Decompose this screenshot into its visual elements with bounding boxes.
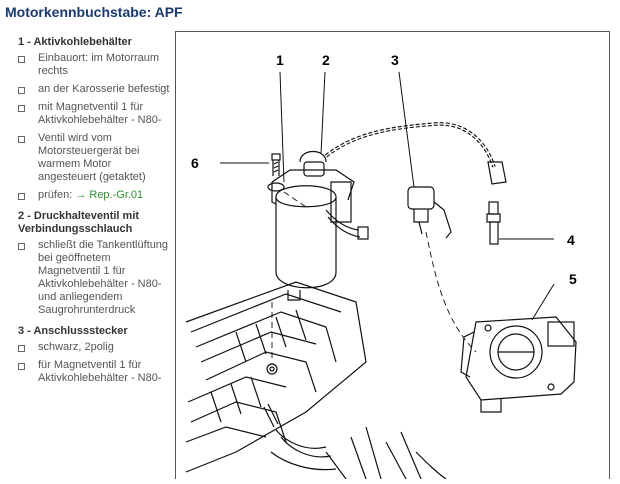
square-bullet-icon bbox=[18, 87, 25, 94]
list-item-text: Einbauort: im Motorraum rechts bbox=[38, 52, 160, 77]
square-bullet-icon bbox=[18, 345, 25, 352]
legend-sublist: schwarz, 2polig für Magnetventil 1 für A… bbox=[18, 341, 170, 385]
list-item: für Magnetventil 1 für Aktivkohlebehälte… bbox=[18, 359, 170, 385]
callout-5: 5 bbox=[569, 271, 577, 287]
callout-2: 2 bbox=[322, 52, 330, 68]
list-item: Einbauort: im Motorraum rechts bbox=[18, 52, 170, 78]
check-label: prüfen: bbox=[38, 189, 73, 201]
list-item: schwarz, 2polig bbox=[18, 341, 170, 354]
legend-item-1: 1 - Aktivkohlebehälter Einbauort: im Mot… bbox=[18, 36, 170, 202]
legend-sublist: schließt die Tankentlüftung bei geöffnet… bbox=[18, 239, 170, 317]
engine-block-drawing bbox=[185, 281, 447, 480]
screw-drawing bbox=[267, 153, 285, 192]
dashed-guide-lines bbox=[271, 191, 477, 362]
callout-labels: 1 2 3 4 5 6 bbox=[191, 52, 577, 287]
square-bullet-icon bbox=[18, 136, 25, 143]
callout-3: 3 bbox=[391, 52, 399, 68]
list-item: Ventil wird vom Motorsteuergerät bei war… bbox=[18, 132, 170, 184]
callout-6: 6 bbox=[191, 155, 199, 171]
list-item: prüfen: → Rep.-Gr.01 bbox=[18, 189, 170, 202]
canister-drawing bbox=[271, 150, 369, 301]
callout-1: 1 bbox=[276, 52, 284, 68]
legend-item-heading: 2 - Druckhalteventil mit Verbindungsschl… bbox=[18, 210, 140, 235]
diagram-svg: 1 2 3 4 5 6 bbox=[185, 52, 577, 480]
list-item: an der Karosserie befestigt bbox=[18, 83, 170, 96]
legend-item-heading: 1 - Aktivkohlebehälter bbox=[18, 36, 132, 48]
legend-item-heading: 3 - Anschlussstecker bbox=[18, 325, 128, 337]
page-title: Motorkennbuchstabe: APF bbox=[5, 4, 183, 20]
list-item-text: schließt die Tankentlüftung bei geöffnet… bbox=[38, 239, 169, 316]
legend-sublist: Einbauort: im Motorraum rechts an der Ka… bbox=[18, 52, 170, 202]
list-item-text: Ventil wird vom Motorsteuergerät bei war… bbox=[38, 132, 146, 183]
list-item: schließt die Tankentlüftung bei geöffnet… bbox=[18, 239, 170, 317]
square-bullet-icon bbox=[18, 56, 25, 63]
list-item-text: schwarz, 2polig bbox=[38, 341, 114, 353]
legend-item-2: 2 - Druckhalteventil mit Verbindungsschl… bbox=[18, 210, 170, 317]
rep-gr-01-link[interactable]: → Rep.-Gr.01 bbox=[75, 189, 144, 201]
square-bullet-icon bbox=[18, 193, 25, 200]
square-bullet-icon bbox=[18, 105, 25, 112]
list-item-text: mit Magnetventil 1 für Aktivkohlebehälte… bbox=[38, 101, 162, 126]
leader-lines bbox=[220, 71, 555, 321]
throttle-body-drawing bbox=[460, 316, 577, 413]
list-item-text: für Magnetventil 1 für Aktivkohlebehälte… bbox=[38, 359, 162, 384]
square-bullet-icon bbox=[18, 243, 25, 250]
list-item-text: an der Karosserie befestigt bbox=[38, 83, 170, 95]
legend-list: 1 - Aktivkohlebehälter Einbauort: im Mot… bbox=[18, 36, 170, 393]
list-item: mit Magnetventil 1 für Aktivkohlebehälte… bbox=[18, 101, 170, 127]
hose-drawing bbox=[324, 122, 507, 185]
callout-4: 4 bbox=[567, 232, 575, 248]
fitting-drawing bbox=[486, 201, 501, 245]
connector-drawing bbox=[407, 186, 452, 239]
legend-item-3: 3 - Anschlussstecker schwarz, 2polig für… bbox=[18, 325, 170, 385]
exploded-parts-diagram: 1 2 3 4 5 6 bbox=[175, 31, 610, 480]
square-bullet-icon bbox=[18, 363, 25, 370]
